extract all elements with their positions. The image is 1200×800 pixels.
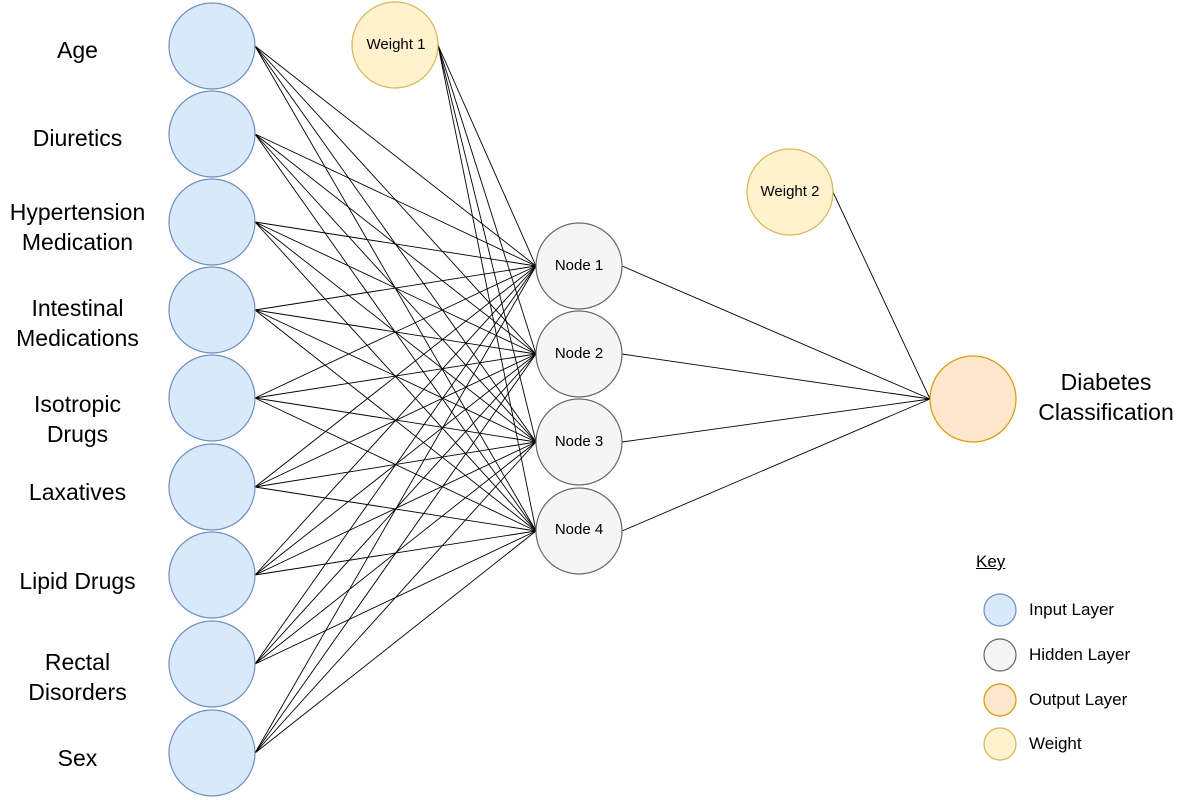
edge-input-9-to-node-3 [254,441,537,754]
output-label-diabetes-classification: Diabetes Classification [1038,369,1174,425]
key-title: Key [976,552,1006,571]
input-label-lipid-drugs: Lipid Drugs [19,568,136,594]
edge-input-3-to-node-1 [254,221,537,267]
edge-weight-1-to-node-2 [437,44,537,355]
input-label-intestinal-medications: Intestinal Medications [16,295,139,351]
output-node [929,355,1017,443]
input-label-diuretics: Diuretics [32,125,123,151]
edge-node-1-to-output [621,265,931,400]
edge-input-9-to-node-1 [254,265,537,754]
hidden-node-2-label: Node 2 [554,345,604,362]
edge-node-3-to-output [621,398,931,443]
edge-weight-1-to-node-1 [437,44,537,267]
hidden-node-2 [535,310,623,398]
edge-input-2-to-node-1 [254,133,537,267]
hidden-node-1-label: Node 1 [554,257,604,274]
input-node-9 [168,709,256,797]
weight-2-node [746,148,834,236]
network-nodes [168,1,1017,797]
input-node-6 [168,443,256,531]
edge-node-2-to-output [621,353,931,400]
edge-input-1-to-node-1 [254,45,537,267]
edge-input-9-to-node-2 [254,353,537,754]
input-label-rectal-disorders: Rectal Disorders [28,649,127,705]
weight-1-node [351,1,439,89]
input-label-sex: Sex [57,745,98,771]
edge-input-6-to-node-1 [254,265,537,488]
edge-input-9-to-node-4 [254,530,537,754]
key-label-weight: Weight [1029,734,1082,753]
input-node-1 [168,2,256,90]
key-label-hidden-layer: Hidden Layer [1029,645,1131,664]
hidden-node-3-label: Node 3 [554,433,604,450]
weight-1-label: Weight 1 [366,36,426,53]
key-label-output-layer: Output Layer [1029,690,1128,709]
edge-node-4-to-output [621,398,931,532]
hidden-node-4-label: Node 4 [554,521,604,538]
edge-input-8-to-node-1 [254,265,537,665]
input-node-3 [168,178,256,266]
input-label-hypertension-medication: Hypertension Medication [9,199,146,255]
input-node-2 [168,90,256,178]
input-label-isotropic-drugs: Isotropic Drugs [34,391,121,447]
key-label-input-layer: Input Layer [1029,600,1115,619]
connection-edges [254,44,931,754]
key-swatch-input-layer [983,593,1017,627]
edge-input-7-to-node-1 [254,265,537,576]
weight-2-label: Weight 2 [760,183,820,200]
input-node-7 [168,531,256,619]
edge-input-5-to-node-1 [254,265,537,399]
input-node-4 [168,266,256,354]
hidden-node-3 [535,398,623,486]
hidden-node-1 [535,222,623,310]
edge-weight-1-to-node-4 [437,44,537,532]
input-label-age: Age [57,37,98,63]
edge-weight-1-to-node-3 [437,44,537,443]
key-swatch-weight [983,727,1017,761]
input-node-8 [168,620,256,708]
input-label-laxatives: Laxatives [28,479,127,505]
key-swatch-hidden-layer [983,638,1017,672]
key-swatch-output-layer [983,683,1017,717]
hidden-node-4 [535,487,623,575]
edge-weight-2-to-output [832,191,931,400]
edge-input-4-to-node-1 [254,265,537,311]
input-node-5 [168,354,256,442]
